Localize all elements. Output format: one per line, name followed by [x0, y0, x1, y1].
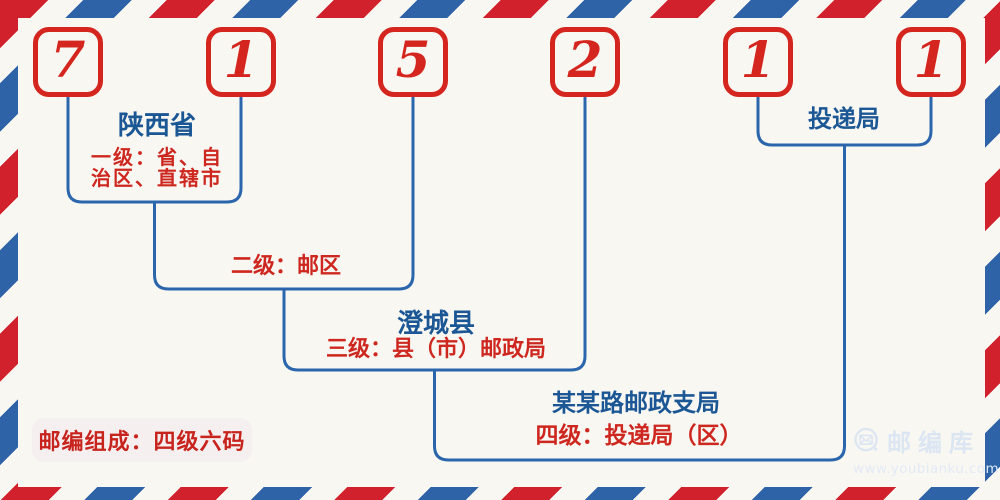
postal-digit: 2	[567, 29, 603, 89]
bracket-level4	[433, 145, 846, 462]
level2-desc: 二级：邮区	[230, 254, 342, 279]
branch-label: 某某路邮政支局	[552, 389, 720, 417]
postal-digit: 1	[740, 29, 776, 89]
canvas-background	[18, 18, 985, 487]
level3-desc: 三级：县（市）邮政局	[325, 337, 547, 362]
postal-digit-box-3: 5	[378, 27, 448, 97]
postal-digit-box-1: 7	[33, 27, 103, 97]
postal-digit-box-5: 1	[723, 27, 793, 97]
postal-digit-box-2: 1	[206, 27, 276, 97]
postal-digit: 1	[223, 29, 259, 89]
watermark-brand-text: 邮编库	[887, 429, 980, 457]
postal-digit: 7	[50, 29, 86, 89]
composition-badge-text: 邮编组成：四级六码	[38, 430, 246, 455]
province-label: 陕西省	[117, 111, 197, 141]
level1-desc-line1: 一级：省、自	[91, 145, 223, 169]
county-label: 澄城县	[396, 309, 476, 339]
watermark-site-url: www.youbianku.com	[853, 461, 1000, 477]
delivery-office-label: 投递局	[808, 105, 880, 133]
composition-badge: 邮编组成：四级六码	[32, 418, 252, 462]
level1-desc-line2: 治区、直辖市	[91, 166, 223, 190]
level4-desc: 四级：投递局（区）	[535, 423, 743, 449]
envelope-icon	[854, 427, 878, 451]
postal-digit: 5	[395, 29, 431, 89]
postal-digit-box-6: 1	[896, 27, 966, 97]
watermark-brand-row: 邮编库	[853, 423, 999, 458]
site-watermark: 邮编库 www.youbianku.com	[853, 423, 999, 477]
postal-digit: 1	[913, 29, 949, 89]
postal-digit-box-4: 2	[550, 27, 620, 97]
